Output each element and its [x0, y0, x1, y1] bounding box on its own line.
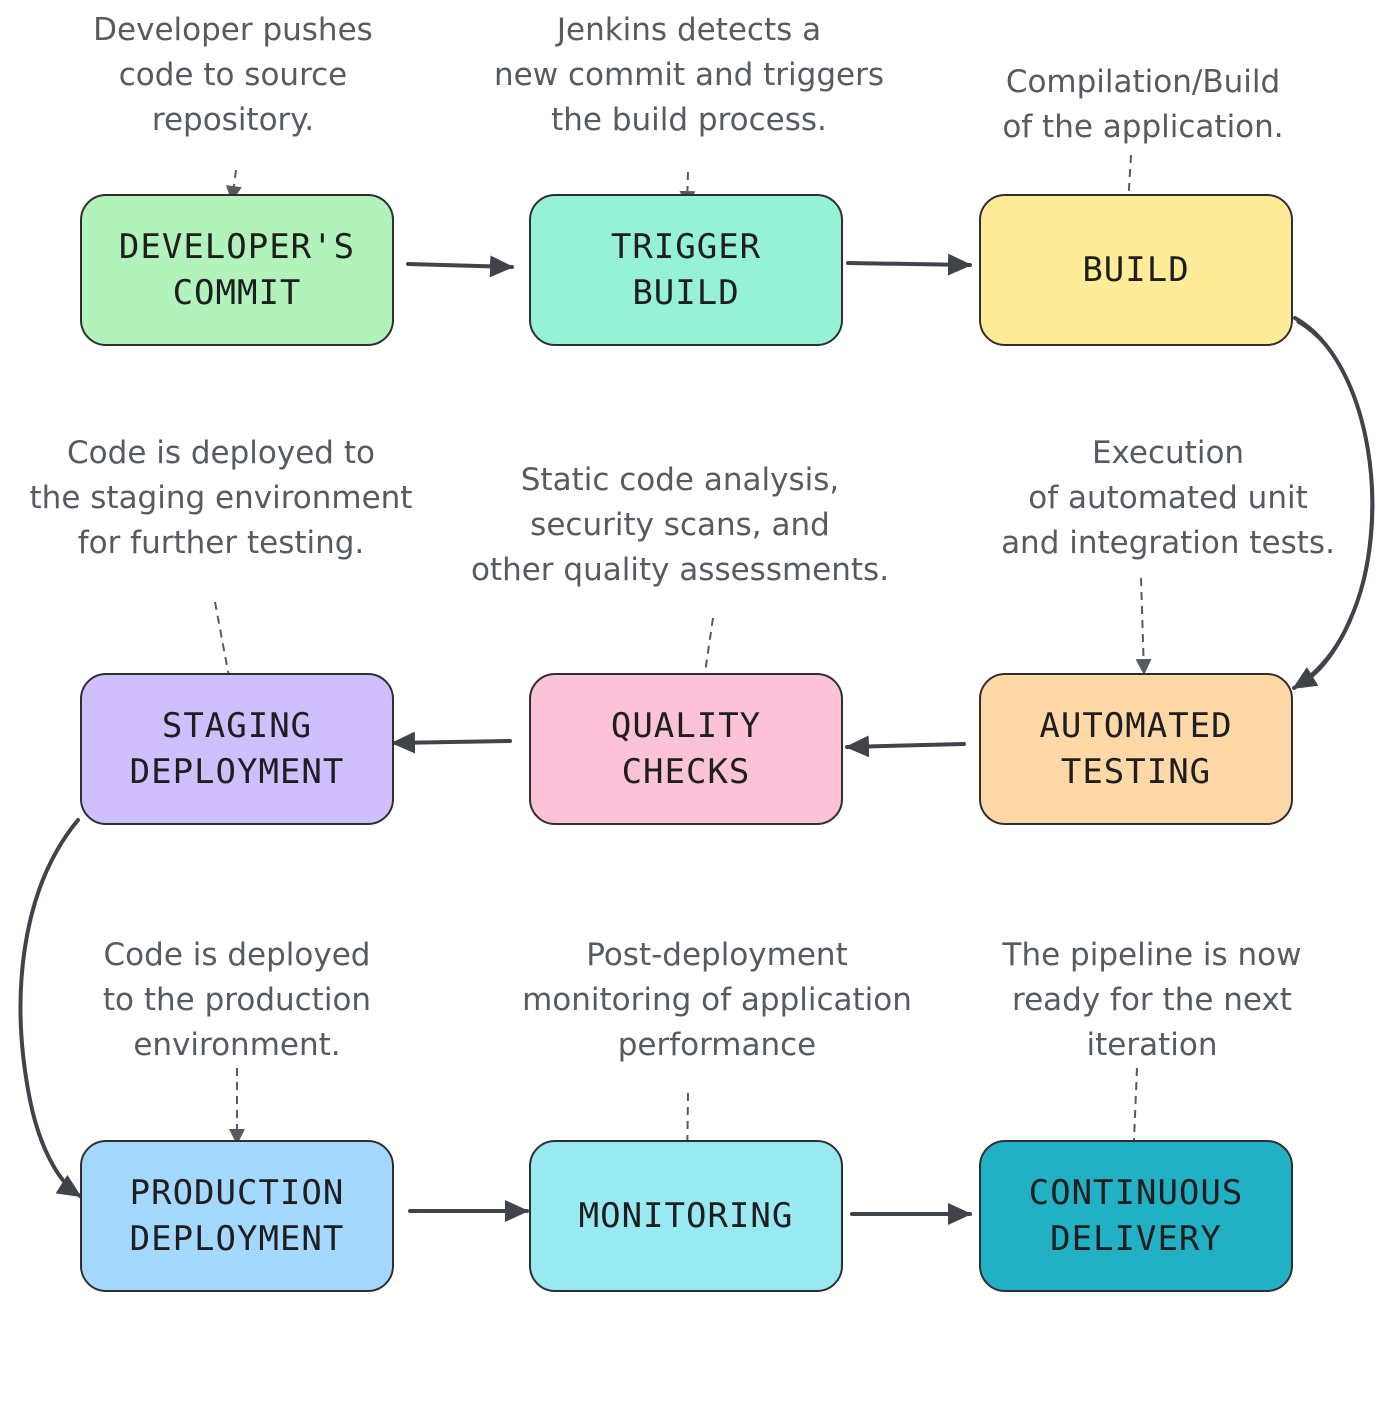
annotation-line: the staging environment — [29, 480, 413, 516]
step-box-production: PRODUCTION DEPLOYMENT — [80, 1140, 394, 1292]
annotation-line: Static code analysis, — [520, 462, 840, 498]
step-box-monitoring: MONITORING — [529, 1140, 843, 1292]
annotation-line: code to source — [118, 57, 348, 93]
flow-arrow-trigger-to-build — [846, 253, 972, 276]
step-label: TESTING — [1060, 752, 1212, 792]
annotation-line: and integration tests. — [1001, 525, 1335, 561]
annotation-line: performance — [617, 1027, 817, 1063]
step-label: DEPLOYMENT — [129, 1219, 345, 1259]
annotation-arrow-delivery — [1125, 1067, 1142, 1165]
annotation-quality: Static code analysis, security scans, and… — [430, 458, 930, 593]
annotation-delivery: The pipeline is now ready for the next ite… — [902, 933, 1400, 1068]
step-box-trigger: TRIGGER BUILD — [529, 194, 843, 346]
step-box-quality: QUALITY CHECKS — [529, 673, 843, 825]
annotation-line: Compilation/Build — [1005, 64, 1281, 100]
annotation-arrow-trigger — [679, 171, 696, 207]
annotation-staging: Code is deployed to the staging environme… — [0, 431, 471, 566]
annotation-commit: Developer pushes code to source repository… — [0, 8, 483, 143]
annotation-testing: Execution of automated unit and integratio… — [918, 431, 1400, 566]
annotation-line: ready for the next — [1012, 982, 1292, 1018]
annotation-line: of automated unit — [1028, 480, 1308, 516]
step-label: DEVELOPER'S — [118, 227, 356, 267]
annotation-line: for further testing. — [77, 525, 365, 561]
step-label: STAGING — [161, 706, 313, 746]
step-box-delivery: CONTINUOUS DELIVERY — [979, 1140, 1293, 1292]
step-label: DELIVERY — [1050, 1219, 1222, 1259]
annotation-arrow-commit — [225, 169, 242, 202]
flow-arrow-build-to-testing — [1292, 316, 1375, 690]
annotation-line: to the production — [102, 982, 372, 1018]
annotation-line: Developer pushes — [93, 12, 373, 48]
flow-arrow-commit-to-trigger — [406, 255, 514, 278]
step-box-testing: AUTOMATED TESTING — [979, 673, 1293, 825]
step-label: PRODUCTION — [129, 1173, 345, 1213]
annotation-line: Post-deployment — [586, 937, 848, 973]
annotation-arrow-testing — [1135, 577, 1152, 675]
annotation-line: the build process. — [551, 102, 827, 138]
step-label: BUILD — [1082, 250, 1190, 290]
annotation-line: new commit and triggers — [494, 57, 884, 93]
annotation-line: Code is deployed to — [67, 435, 375, 471]
annotation-build: Compilation/Build of the application. — [893, 60, 1393, 150]
annotation-line: The pipeline is now — [1002, 937, 1302, 973]
annotation-line: Jenkins detects a — [556, 12, 822, 48]
annotation-line: repository. — [151, 102, 315, 138]
annotation-monitoring: Post-deployment monitoring of application… — [467, 933, 967, 1068]
annotation-trigger: Jenkins detects a new commit and triggers… — [439, 8, 939, 143]
annotation-line: security scans, and — [530, 507, 830, 543]
flow-arrow-testing-to-quality — [845, 735, 966, 758]
annotation-line: other quality assessments. — [470, 552, 890, 588]
step-label: DEPLOYMENT — [129, 752, 345, 792]
annotation-line: environment. — [133, 1027, 341, 1063]
annotation-line: iteration — [1086, 1027, 1218, 1063]
step-box-commit: DEVELOPER'S COMMIT — [80, 194, 394, 346]
step-label: TRIGGER — [610, 227, 762, 267]
step-label: MONITORING — [578, 1196, 794, 1236]
flow-arrow-quality-to-staging — [391, 731, 512, 754]
step-label: BUILD — [632, 273, 740, 313]
annotation-arrow-staging — [214, 601, 239, 700]
step-label: COMMIT — [172, 273, 302, 313]
annotation-line: monitoring of application — [522, 982, 912, 1018]
annotation-line: of the application. — [1002, 109, 1284, 145]
step-label: CHECKS — [621, 752, 751, 792]
annotation-line: Execution — [1091, 435, 1245, 471]
annotation-line: Code is deployed — [103, 937, 371, 973]
step-box-staging: STAGING DEPLOYMENT — [80, 673, 394, 825]
annotation-arrow-build — [1119, 154, 1136, 224]
step-label: AUTOMATED — [1039, 706, 1233, 746]
step-label: QUALITY — [610, 706, 762, 746]
annotation-production: Code is deployed to the production environ… — [0, 933, 487, 1068]
step-label: CONTINUOUS — [1028, 1173, 1244, 1213]
flow-arrow-staging-to-production — [18, 818, 82, 1198]
step-box-build: BUILD — [979, 194, 1293, 346]
